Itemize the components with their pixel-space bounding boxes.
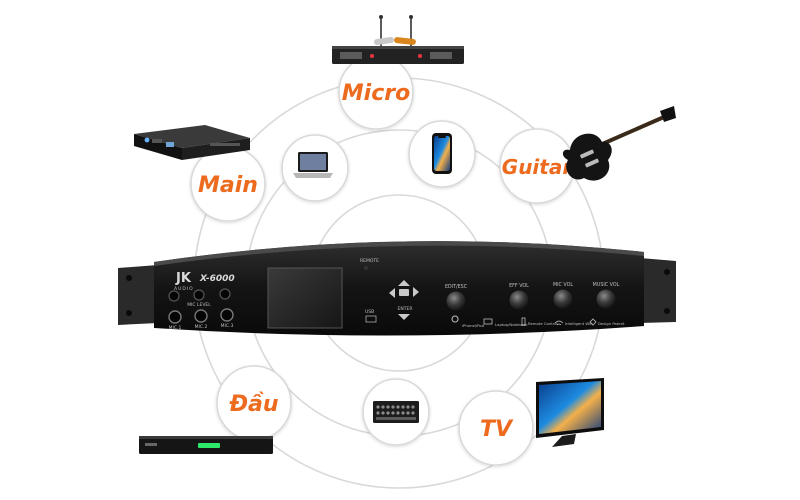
remote-control-icon bbox=[521, 317, 526, 326]
right-rack-ear bbox=[640, 258, 676, 323]
node-mixer bbox=[362, 378, 430, 446]
wifi-icon bbox=[554, 320, 564, 326]
nav-down-button[interactable] bbox=[398, 314, 410, 320]
node-tv: TV bbox=[458, 390, 534, 466]
knob-label-edit-esc: EDIT/ESC bbox=[445, 284, 468, 290]
mic-vol-knob[interactable] bbox=[552, 288, 574, 310]
laptop-icon bbox=[293, 152, 333, 178]
karaoke-processor: JK AUDIO X-6000 MIC LEVEL MIC.1 MIC.2 MI… bbox=[118, 241, 676, 336]
smartphone-icon bbox=[432, 133, 452, 174]
mic-level-2-knob[interactable] bbox=[193, 289, 205, 301]
node-phone bbox=[408, 120, 476, 188]
feature-label-iphone: iPhone/iPod bbox=[462, 323, 485, 328]
feature-label-remote: Remote Control bbox=[528, 321, 558, 326]
label-micro: Micro bbox=[342, 81, 410, 106]
navigation-pad: ENTER bbox=[389, 280, 419, 320]
mic-2-jack[interactable] bbox=[194, 309, 208, 323]
feature-iphone: iPhone/iPod bbox=[451, 315, 485, 328]
power-amplifier-icon bbox=[134, 125, 250, 160]
mic-level-3-knob[interactable] bbox=[219, 288, 231, 300]
electric-guitar-icon bbox=[562, 106, 676, 181]
mic-1-label: MIC.1 bbox=[169, 325, 182, 331]
mic-level-label: MIC LEVEL bbox=[187, 302, 211, 308]
laptop-small-icon bbox=[483, 318, 493, 325]
knob-label-eff-vol: EFF VOL bbox=[509, 283, 529, 289]
remote-sensor bbox=[364, 266, 368, 270]
remote-label: REMOTE bbox=[360, 258, 379, 264]
feature-label-laptop: Laptop/Notebook bbox=[495, 322, 528, 327]
edit-esc-knob[interactable] bbox=[445, 290, 467, 312]
nav-left-button[interactable] bbox=[389, 288, 395, 298]
wireless-mic-receiver-icon bbox=[332, 15, 464, 64]
node-laptop bbox=[281, 134, 349, 202]
main-knobs: EDIT/ESC EFF VOL MIC VOL MUSIC VOL bbox=[445, 282, 620, 312]
brand-logo: JK bbox=[175, 271, 192, 286]
knob-label-music-vol: MUSIC VOL bbox=[593, 282, 620, 288]
label-dau: Đầu bbox=[228, 392, 278, 417]
label-guitar: Guitar bbox=[502, 155, 574, 179]
feature-wifi: Intelligent Wifi bbox=[554, 320, 593, 326]
feature-design: Design Patent bbox=[589, 318, 625, 326]
mic-level-controls: MIC LEVEL bbox=[168, 288, 231, 308]
label-tv: TV bbox=[480, 417, 514, 442]
television-icon bbox=[536, 378, 604, 447]
usb-label: USB bbox=[365, 309, 374, 315]
node-micro: Micro bbox=[338, 54, 414, 130]
music-vol-knob[interactable] bbox=[595, 288, 617, 310]
media-player-icon bbox=[139, 436, 273, 454]
karaoke-mixer-icon bbox=[373, 401, 419, 423]
enter-label: ENTER bbox=[398, 306, 413, 312]
usb-port[interactable] bbox=[365, 315, 377, 323]
feature-laptop: Laptop/Notebook bbox=[483, 318, 528, 327]
nav-up-button[interactable] bbox=[398, 280, 410, 286]
eff-vol-knob[interactable] bbox=[508, 289, 530, 311]
apple-icon bbox=[451, 315, 459, 323]
feature-remote: Remote Control bbox=[521, 317, 558, 326]
mic-3-label: MIC.3 bbox=[221, 323, 234, 329]
brand-subtitle: AUDIO bbox=[174, 286, 194, 292]
model-name: X-6000 bbox=[199, 274, 235, 284]
node-main: Main bbox=[190, 146, 266, 222]
nav-right-button[interactable] bbox=[413, 287, 419, 297]
nav-center-button[interactable] bbox=[399, 289, 409, 296]
left-rack-ear bbox=[118, 265, 158, 325]
label-main: Main bbox=[198, 173, 258, 198]
mic-level-1-knob[interactable] bbox=[168, 290, 180, 302]
design-patent-icon bbox=[589, 318, 597, 326]
mic-1-jack[interactable] bbox=[168, 310, 182, 324]
feature-label-design: Design Patent bbox=[598, 321, 625, 326]
feature-icons: iPhone/iPod Laptop/Notebook Remote Contr… bbox=[451, 315, 625, 328]
mic-inputs: MIC.1 MIC.2 MIC.3 bbox=[168, 308, 234, 331]
node-dau: Đầu bbox=[216, 365, 292, 441]
mic-3-jack[interactable] bbox=[220, 308, 234, 322]
feature-label-wifi: Intelligent Wifi bbox=[565, 321, 593, 326]
knob-label-mic-vol: MIC VOL bbox=[553, 282, 573, 288]
mic-2-label: MIC.2 bbox=[195, 324, 208, 330]
display-screen bbox=[267, 267, 343, 329]
node-guitar: Guitar bbox=[499, 128, 575, 204]
